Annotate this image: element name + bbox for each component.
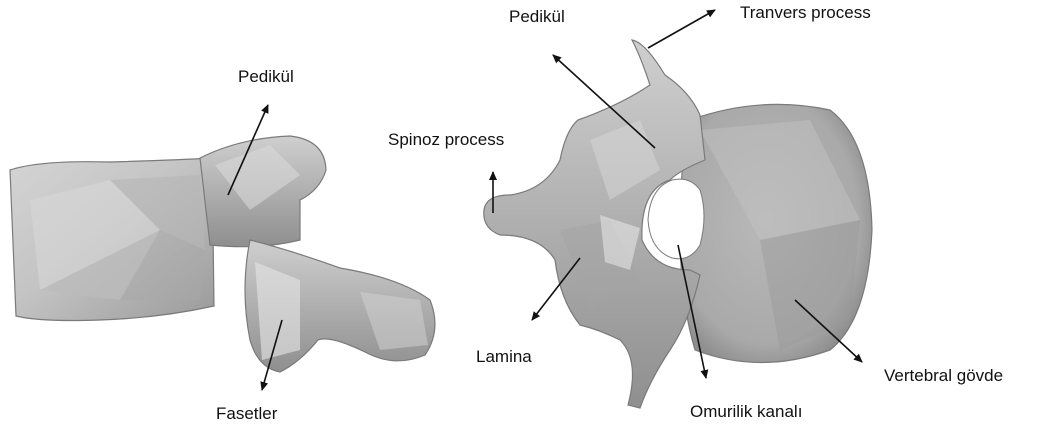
- lateral-view-model: [10, 136, 435, 372]
- axial-spinal-canal: [648, 179, 704, 259]
- label-axial-vertebral-body: Vertebral gövde: [884, 366, 1003, 386]
- label-axial-spinous-process: Spinoz process: [388, 130, 504, 150]
- arrow-axial-transverse: [648, 10, 715, 48]
- label-axial-pedicle: Pedikül: [509, 7, 565, 27]
- label-lateral-pedicle: Pedikül: [238, 67, 294, 87]
- label-axial-lamina: Lamina: [476, 347, 532, 367]
- axial-view-model: [484, 40, 872, 408]
- label-lateral-facets: Fasetler: [216, 404, 277, 424]
- label-axial-transverse-process: Tranvers process: [740, 3, 871, 23]
- label-axial-spinal-canal: Omurilik kanalı: [690, 402, 802, 422]
